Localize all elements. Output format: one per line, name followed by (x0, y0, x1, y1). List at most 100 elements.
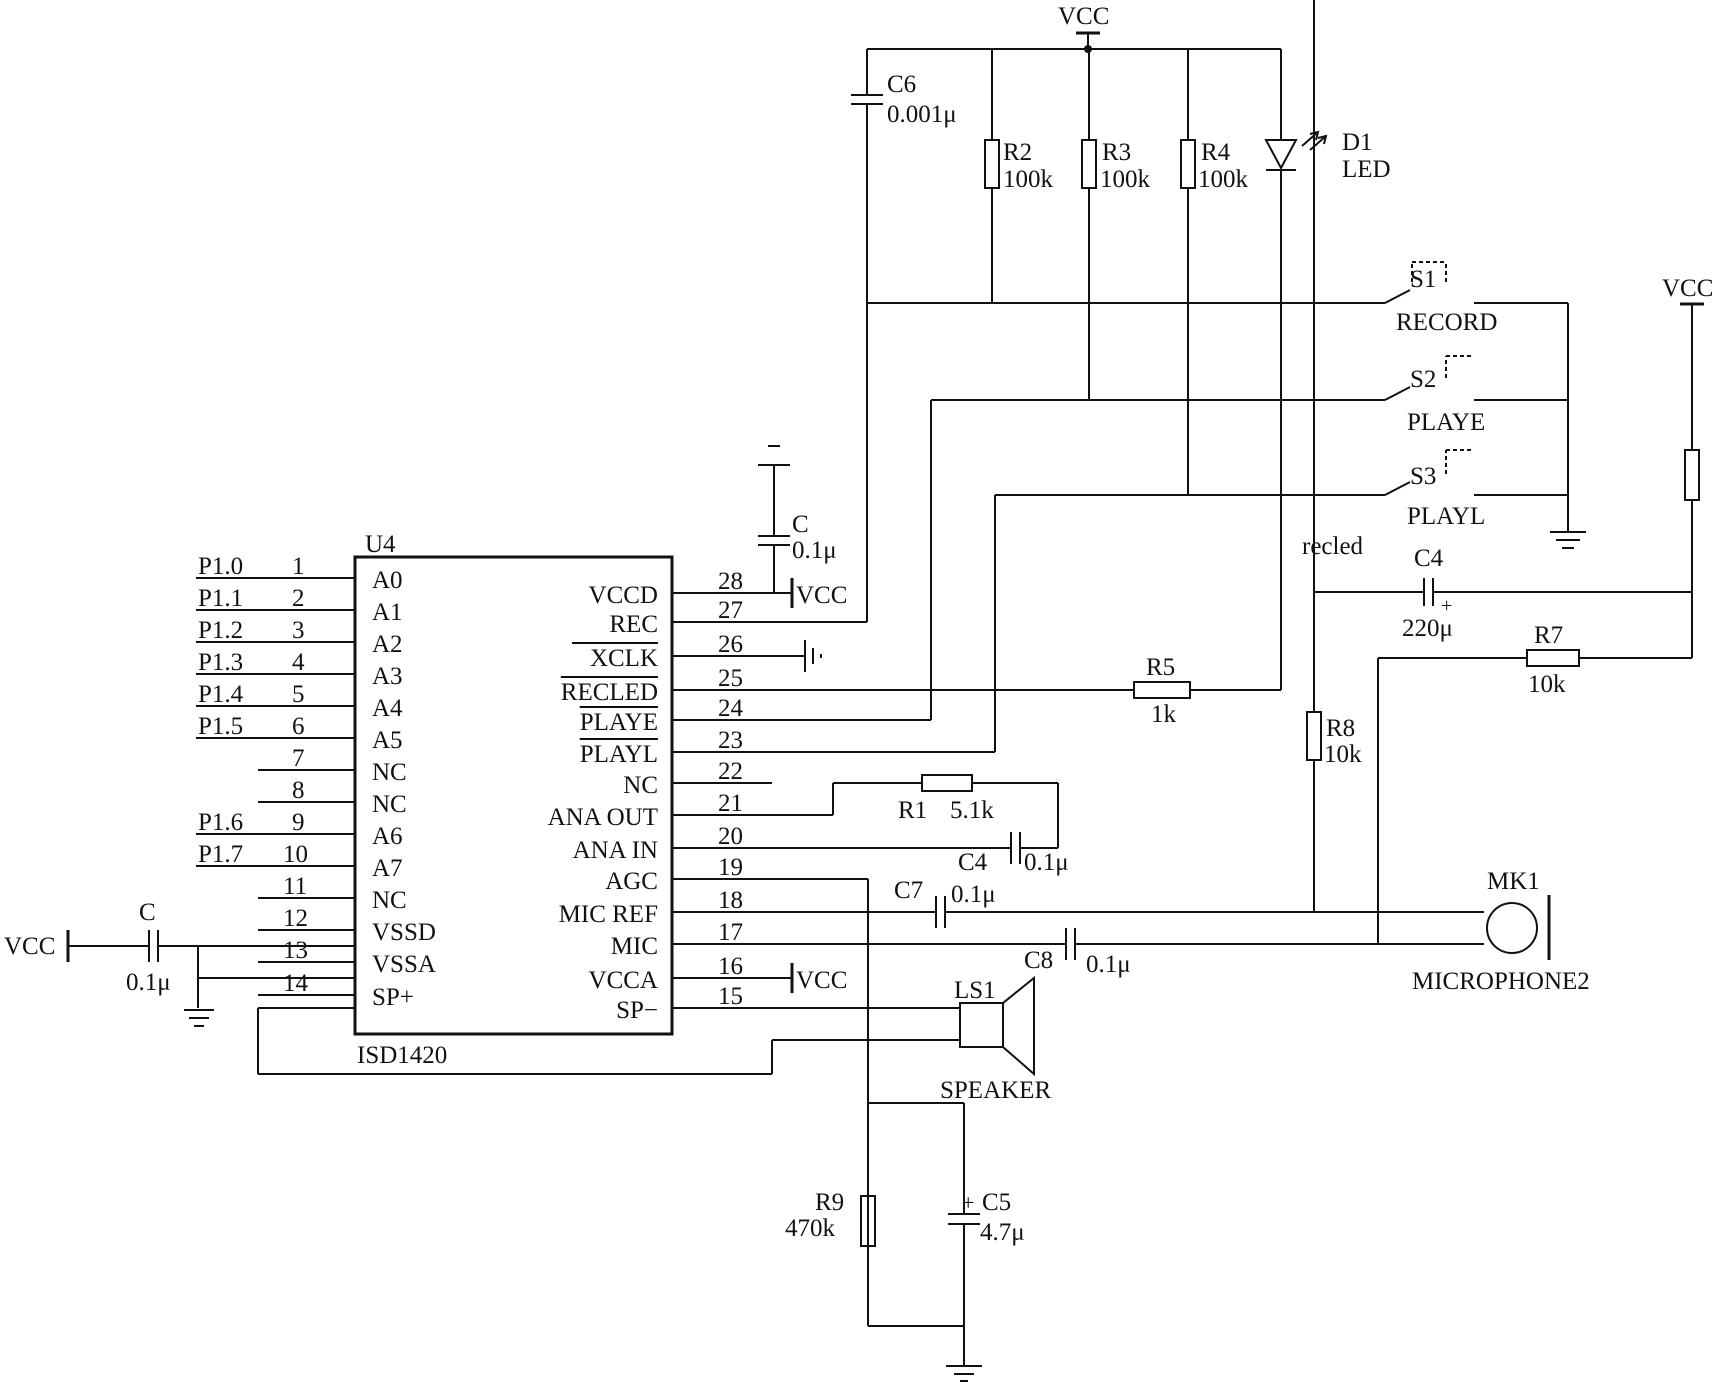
r8-ref: R8 (1326, 715, 1355, 742)
right-pin-name: VCCD (589, 582, 658, 609)
ic-right-pins: 28VCCD27REC26XCLK25RECLED24PLAYE23PLAYL2… (548, 568, 772, 1024)
r1-ref: R1 (898, 797, 927, 824)
ic-left-pins: 1A0P1.02A1P1.13A2P1.24A3P1.35A4P1.46A5P1… (196, 553, 436, 1011)
left-pin-name: A6 (372, 823, 403, 850)
vcc-right-label: VCC (1662, 275, 1713, 302)
right-pin-number: 19 (718, 854, 743, 881)
right-pin-name: XCLK (590, 645, 658, 672)
left-pin-number: 3 (292, 617, 305, 644)
ls1-value: SPEAKER (940, 1077, 1051, 1104)
switch-s2: S2 PLAYE (1384, 355, 1568, 436)
c-decoupling-value: 0.1μ (792, 537, 837, 564)
left-pin-number: 6 (292, 713, 305, 740)
c6-value: 0.001μ (887, 101, 957, 128)
mic-bias-network: recled + C4 220μ R8 10k R7 10k VCC (1302, 0, 1713, 944)
vcc-left-label: VCC (4, 933, 55, 960)
resistor-r3: R3 100k (1081, 49, 1151, 400)
right-pin-number: 22 (718, 758, 743, 785)
right-pin-name: REC (609, 611, 658, 638)
r2-value: 100k (1003, 166, 1054, 193)
left-pin-net: P1.1 (198, 585, 243, 612)
right-pin-name: AGC (605, 868, 658, 895)
left-pin-name: A7 (372, 855, 403, 882)
agc-network: R9 470k + C5 4.7μ (785, 1102, 1025, 1382)
mk1-ref: MK1 (1487, 868, 1540, 895)
right-pin-name: PLAYE (580, 709, 658, 736)
s2-ref: S2 (1410, 366, 1436, 393)
right-pin-name: SP− (616, 997, 658, 1024)
left-pin-name: NC (372, 759, 407, 786)
r7-ref: R7 (1534, 622, 1563, 649)
left-pin-number: 7 (292, 745, 305, 772)
left-pin-name: A2 (372, 631, 403, 658)
left-pin-net: P1.0 (198, 553, 243, 580)
right-pin-name: RECLED (561, 679, 658, 706)
right-pin-name: NC (623, 772, 658, 799)
c5-plus: + (962, 1190, 974, 1215)
left-pin-name: A1 (372, 599, 403, 626)
c5-ref: C5 (982, 1189, 1011, 1216)
c4a-plus: + (1441, 595, 1452, 617)
left-pin-name: VSSA (372, 951, 436, 978)
s1-label: RECORD (1396, 309, 1497, 336)
resistor-r4: R4 100k (1180, 49, 1249, 495)
left-pin-number: 4 (292, 649, 305, 676)
left-pin-net: P1.6 (198, 809, 243, 836)
right-pin-name: ANA IN (573, 837, 658, 864)
right-pin-number: 18 (718, 887, 743, 914)
led-d1: D1 LED (1264, 49, 1391, 690)
capacitor-c6: C6 0.001μ (851, 49, 957, 622)
left-pin-net: P1.2 (198, 617, 243, 644)
left-power-network: VCC C 0.1μ (4, 899, 355, 1027)
c5-value: 4.7μ (980, 1219, 1025, 1246)
s2-label: PLAYE (1407, 409, 1485, 436)
c4a-value: 220μ (1402, 615, 1453, 642)
left-pin-number: 8 (292, 777, 305, 804)
ic-u4: U4 ISD1420 1A0P1.02A1P1.13A2P1.24A3P1.35… (196, 531, 772, 1069)
right-pin-number: 24 (718, 695, 744, 722)
r4-ref: R4 (1201, 139, 1231, 166)
right-pin-name: MIC REF (559, 901, 658, 928)
r3-value: 100k (1100, 166, 1151, 193)
resistor-r2: R2 100k (984, 49, 1054, 303)
right-pin-number: 28 (718, 568, 743, 595)
r5-value: 1k (1151, 701, 1177, 728)
right-pin-number: 17 (718, 919, 743, 946)
left-pin-name: NC (372, 791, 407, 818)
right-pin-number: 15 (718, 983, 743, 1010)
left-pin-name: A4 (372, 695, 403, 722)
left-pin-number: 11 (283, 873, 307, 900)
left-pin-net: P1.3 (198, 649, 243, 676)
right-pin-number: 23 (718, 727, 743, 754)
microphone-mk1: MK1 MICROPHONE2 (1412, 868, 1590, 995)
r9-value: 470k (785, 1215, 836, 1242)
c7-ref: C7 (894, 877, 923, 904)
ic-part-label: ISD1420 (357, 1042, 447, 1069)
right-pin-name: VCCA (589, 967, 658, 994)
ground-switches (1550, 303, 1586, 549)
right-pin-number: 27 (718, 597, 743, 624)
c-decoupling-ref: C (792, 511, 809, 538)
d1-ref: D1 (1342, 129, 1373, 156)
left-pin-name: A3 (372, 663, 403, 690)
left-pin-name: A0 (372, 567, 403, 594)
r2-ref: R2 (1003, 139, 1032, 166)
r1-value: 5.1k (950, 797, 994, 824)
right-pin-number: 16 (718, 953, 743, 980)
left-pin-number: 13 (283, 937, 308, 964)
left-pin-name: NC (372, 887, 407, 914)
left-pin-name: VSSD (372, 919, 436, 946)
right-pin-name: MIC (611, 933, 658, 960)
s3-label: PLAYL (1407, 503, 1485, 530)
left-pin-net: P1.4 (198, 681, 244, 708)
c4b-value: 0.1μ (1024, 849, 1069, 876)
left-pin-number: 2 (292, 585, 305, 612)
vcc-pin28-label: VCC (796, 582, 847, 609)
left-pin-net: P1.5 (198, 713, 243, 740)
c8-ref: C8 (1024, 947, 1053, 974)
left-pin-number: 9 (292, 809, 305, 836)
r4-value: 100k (1198, 166, 1249, 193)
left-pin-net: P1.7 (198, 841, 243, 868)
left-pin-number: 1 (292, 553, 305, 580)
